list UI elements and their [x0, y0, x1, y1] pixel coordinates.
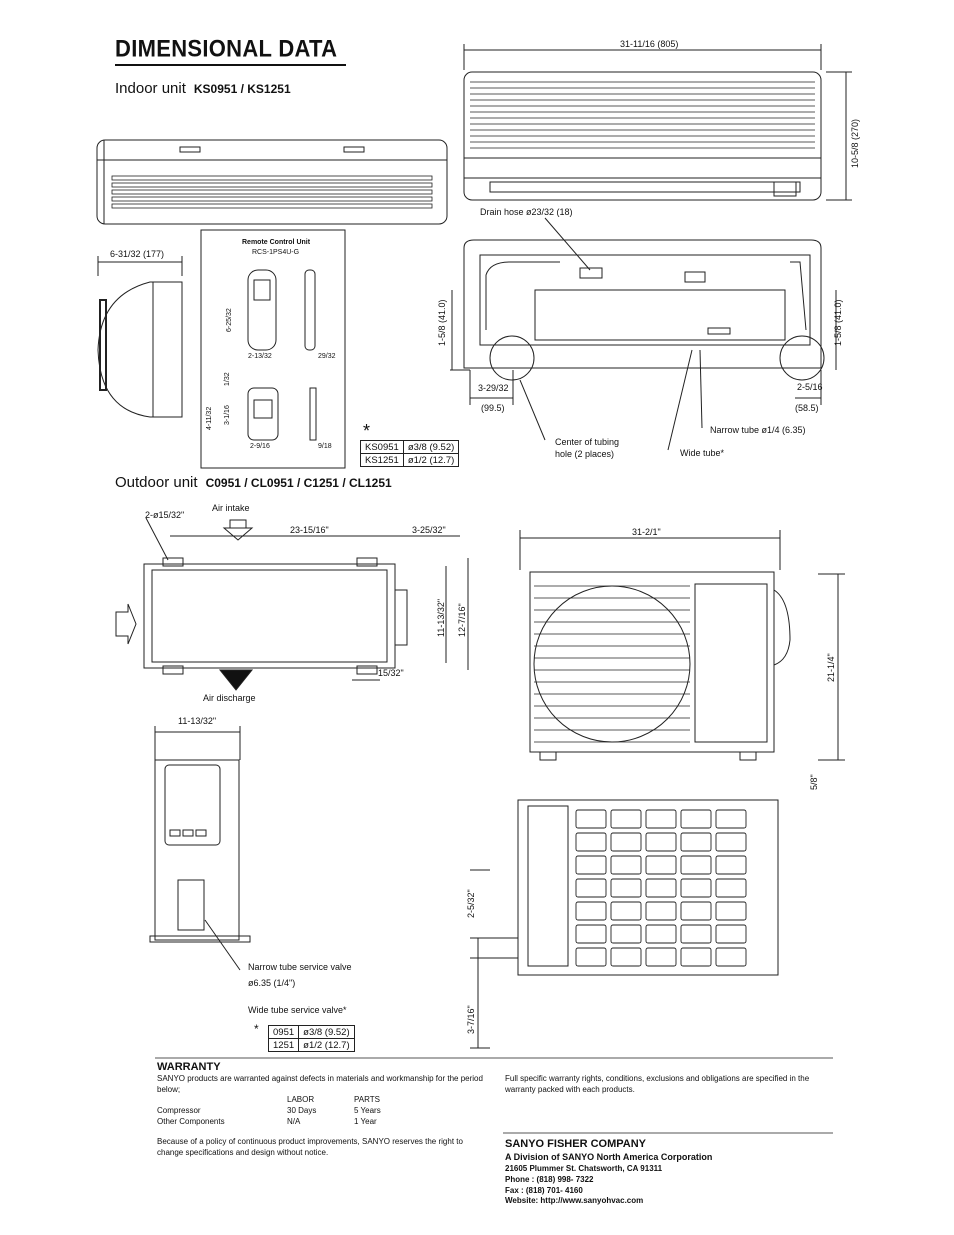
company-website[interactable]: Website: http://www.sanyohvac.com	[505, 1196, 644, 1205]
page-title: DIMENSIONAL DATA	[115, 34, 338, 63]
indoor-asterisk: *	[363, 421, 371, 441]
row-labor-compressor: 30 Days	[287, 1106, 317, 1115]
tubing-hole-label: hole (2 places)	[555, 449, 615, 459]
remote-dim-7: 2-9/16	[250, 443, 270, 450]
indoor-left-hole-dim: 3-29/32	[478, 383, 509, 393]
remote-model: RCS-1PS4U-G	[252, 249, 300, 256]
indoor-width-dim: 31-11/16 (805)	[620, 39, 679, 49]
remote-title: Remote Control Unit	[242, 239, 311, 246]
warranty-heading: WARRANTY	[157, 1061, 221, 1073]
indoor-side-view	[97, 256, 183, 418]
remote-dim-8: 9/18	[318, 443, 332, 450]
indoor-front-view-dimensioned	[463, 44, 852, 201]
narrow-tube-label: Narrow tube ø1/4 (6.35)	[710, 425, 806, 435]
remote-dim-6: 3-1/16	[224, 405, 231, 425]
rear-v2-dim: 3-7/16"	[466, 1005, 476, 1034]
remote-dim-2: 2-13/32	[248, 353, 272, 360]
indoor-left-pipe-dim: 1-5/8 (41.0)	[437, 299, 447, 346]
labor-header: LABOR	[287, 1095, 315, 1104]
indoor-depth-dim: 6-31/32 (177)	[110, 249, 165, 259]
row-item-other: Other Components	[157, 1117, 225, 1126]
depth-outer-dim: 12-7/16"	[457, 603, 467, 637]
center-tubing-label: Center of tubing	[555, 437, 620, 447]
outdoor-rear-view	[470, 799, 779, 1049]
indoor-left-hole-mm: (99.5)	[481, 403, 505, 413]
air-discharge-arrow	[218, 669, 254, 691]
depth-inner-dim: 11-13/32"	[436, 598, 446, 637]
indoor-height-dim: 10-5/8 (270)	[850, 118, 860, 168]
top-right-dim: 3-25/32"	[412, 525, 446, 535]
remote-dim-5: 1/32	[224, 372, 231, 386]
remote-panel-frame	[200, 229, 346, 469]
remote-dim-3: 29/32	[318, 353, 336, 360]
rear-v1-dim: 2-5/32"	[466, 889, 476, 918]
indoor-right-hole-dim: 2-5/16	[797, 382, 823, 392]
wide-valve-label: Wide tube service valve*	[248, 1005, 347, 1015]
indoor-back-view	[450, 217, 837, 451]
remote-dim-4: 4-11/32	[206, 406, 213, 430]
outdoor-front-view	[519, 530, 845, 761]
company-fax: Fax : (818) 701- 4160	[505, 1186, 583, 1195]
company-division: A Division of SANYO North America Corpor…	[505, 1152, 713, 1162]
foot-dim: 15/32"	[378, 668, 404, 678]
front-height-dim: 21-1/4"	[826, 653, 836, 682]
company-address: 21605 Plummer St. Chatsworth, CA 91311	[505, 1164, 663, 1173]
title-underline	[115, 64, 346, 66]
row-parts-other: 1 Year	[354, 1117, 377, 1126]
air-intake-label: Air intake	[212, 503, 250, 513]
outdoor-top-view	[115, 517, 469, 681]
row-parts-compressor: 5 Years	[354, 1106, 381, 1115]
outdoor-side-view	[149, 726, 251, 971]
warranty-intro: SANYO products are warranted against def…	[157, 1074, 483, 1094]
parts-header: PARTS	[354, 1095, 380, 1104]
front-base-dim: 5/8"	[809, 774, 819, 790]
company-name: SANYO FISHER COMPANY	[505, 1138, 646, 1150]
wide-tube-label: Wide tube*	[680, 448, 725, 458]
row-item-compressor: Compressor	[157, 1106, 201, 1115]
warranty-policy: Because of a policy of continuous produc…	[157, 1137, 463, 1157]
narrow-valve-size: ø6.35 (1/4")	[248, 978, 296, 988]
top-span-dim: 23-15/16"	[290, 525, 329, 535]
company-phone: Phone : (818) 998- 7322	[505, 1175, 594, 1184]
indoor-right-pipe-dim: 1-5/8 (41.0)	[833, 299, 843, 346]
air-discharge-label: Air discharge	[203, 693, 256, 703]
side-width-dim: 11-13/32"	[178, 716, 217, 726]
indoor-right-hole-mm: (58.5)	[795, 403, 819, 413]
warranty-right-text: Full specific warranty rights, condition…	[505, 1074, 810, 1094]
remote-dim-1: 6-25/32	[226, 308, 233, 332]
drain-hose-label: Drain hose ø23/32 (18)	[480, 207, 573, 217]
narrow-valve-label: Narrow tube service valve	[248, 962, 352, 972]
front-width-dim: 31-2/1"	[632, 527, 661, 537]
row-labor-other: N/A	[287, 1117, 301, 1126]
indoor-front-view	[96, 139, 448, 225]
hole-dia-label: 2-ø15/32"	[145, 510, 185, 520]
outdoor-asterisk: *	[254, 1022, 259, 1036]
remote-control-drawings	[247, 269, 317, 441]
